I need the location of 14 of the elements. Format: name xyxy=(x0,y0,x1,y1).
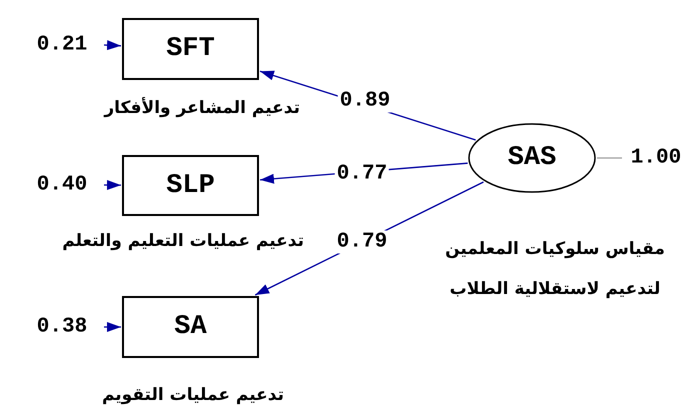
node-caption: مقياس سلوكيات المعلمين لتدعيم لاستقلالية الطلاب xyxy=(444,238,666,301)
connector-line xyxy=(597,157,622,159)
edge-label: 0.79 xyxy=(334,230,390,254)
node-caption: تدعيم عمليات التعليم والتعلم xyxy=(62,231,304,251)
node-caption: تدعيم المشاعر والأفكار xyxy=(104,98,300,118)
observed-variable-box: SFT xyxy=(122,18,259,80)
latent-variable-ellipse: SAS xyxy=(468,123,596,193)
node-caption: تدعيم عمليات التقويم xyxy=(102,385,284,405)
edge-label: 0.89 xyxy=(338,90,392,112)
arrow xyxy=(104,40,122,50)
observed-variable-box: SLP xyxy=(122,155,259,216)
arrow xyxy=(104,322,121,332)
observed-variable-box: SA xyxy=(122,296,259,358)
arrow xyxy=(104,180,121,190)
